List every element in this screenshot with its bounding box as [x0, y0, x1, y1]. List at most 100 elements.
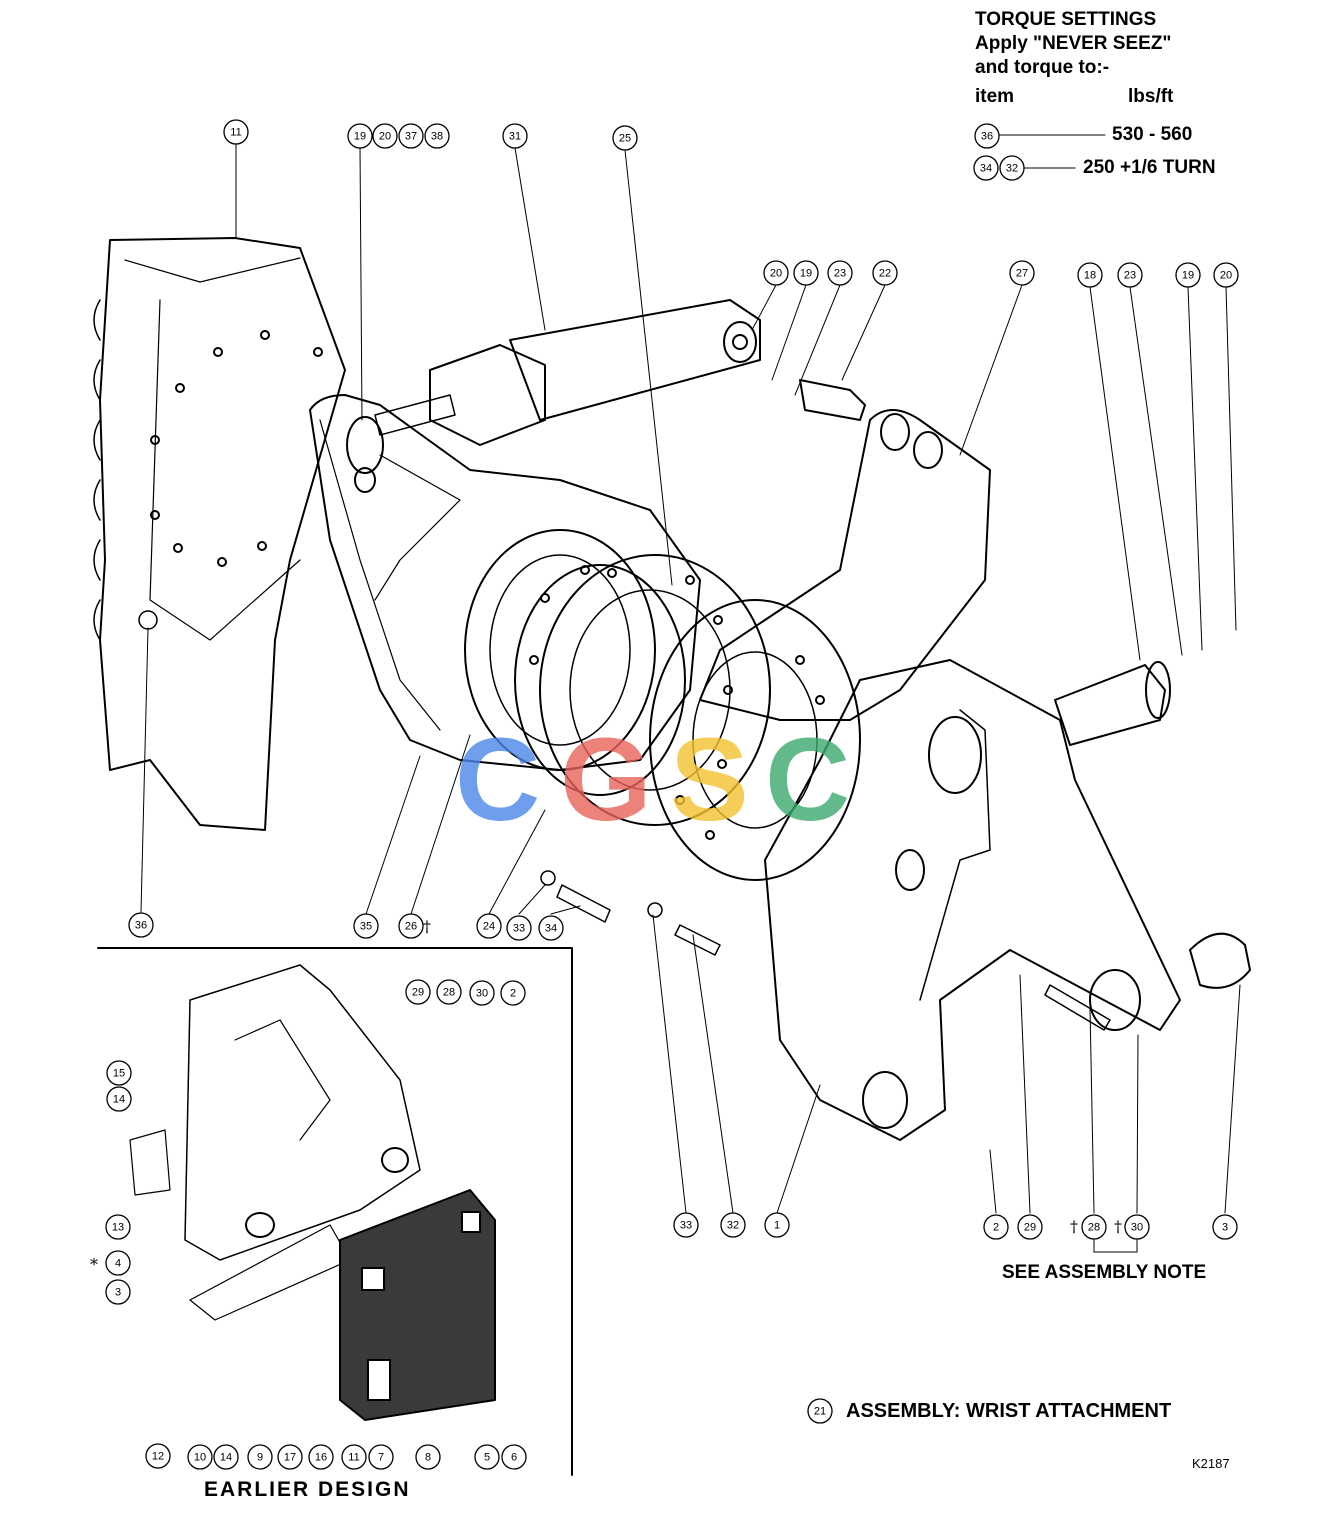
balloon-item-36: 36: [974, 123, 1000, 149]
balloon-circle: [1017, 1214, 1043, 1240]
balloon-circle: [476, 913, 502, 939]
balloon-number: 26: [405, 921, 417, 933]
balloon-number: 11: [348, 1452, 359, 1464]
balloon-number: 13: [112, 1222, 124, 1234]
balloon-circle: [500, 980, 526, 1006]
balloon-item-18: 18: [1077, 262, 1103, 288]
balloon-number: 19: [1182, 270, 1194, 282]
balloon-item-19: 19: [1175, 262, 1201, 288]
balloon-circle: [973, 155, 999, 181]
balloon-circle: [308, 1444, 334, 1470]
balloon-item-35: 35: [353, 913, 379, 939]
balloon-number: 30: [476, 988, 488, 1000]
torque-col-unit: lbs/ft: [1128, 86, 1174, 107]
balloon-item-11: 11: [223, 119, 249, 145]
balloon-item-8: 8: [415, 1444, 441, 1470]
balloon-number: 7: [378, 1452, 384, 1464]
balloon-number: 14: [113, 1094, 125, 1106]
balloon-item-20: 20: [763, 260, 789, 286]
balloon-circle: [405, 979, 431, 1005]
balloon-item-30: 30: [469, 980, 495, 1006]
balloon-item-29: 29: [405, 979, 431, 1005]
watermark-letter-4: C: [765, 714, 850, 846]
balloon-number: 24: [483, 921, 495, 933]
balloon-number: 17: [284, 1452, 296, 1464]
balloon-circle: [105, 1279, 131, 1305]
balloon-circle: [106, 1086, 132, 1112]
balloon-circle: [105, 1250, 131, 1276]
balloon-number: 32: [727, 1220, 739, 1232]
balloon-number: 31: [509, 131, 521, 143]
wrist-frame: [764, 659, 1251, 1141]
balloon-circle: [827, 260, 853, 286]
balloon-number: 23: [834, 268, 846, 280]
dagger-mark-28: †: [1070, 1217, 1078, 1236]
balloon-item-27: 27: [1009, 260, 1035, 286]
balloon-circle: [793, 260, 819, 286]
balloon-number: 16: [315, 1452, 327, 1464]
watermark: C G S C: [455, 714, 850, 846]
balloon-number: 25: [619, 133, 631, 145]
balloon-number: 8: [425, 1452, 431, 1464]
balloon-number: 28: [443, 987, 455, 999]
balloon-number: 29: [412, 987, 424, 999]
boom-mounting-plate: [93, 237, 346, 831]
earlier-design-label: EARLIER DESIGN: [204, 1478, 411, 1501]
balloon-item-11: 11: [341, 1444, 367, 1470]
drawing-reference: K2187: [1192, 1456, 1230, 1471]
dagger-mark-26: †: [423, 917, 431, 936]
balloon-circle: [277, 1444, 303, 1470]
balloon-circle: [353, 913, 379, 939]
balloon-item-12: 12: [145, 1443, 171, 1469]
balloon-circle: [368, 1444, 394, 1470]
balloon-number: 36: [135, 920, 147, 932]
balloon-number: 20: [770, 268, 782, 280]
balloon-item-3: 3: [105, 1279, 131, 1305]
balloon-item-31: 31: [502, 123, 528, 149]
torque-title: TORQUE SETTINGS: [975, 9, 1157, 30]
see-assembly-note: SEE ASSEMBLY NOTE: [1002, 1262, 1207, 1283]
balloon-circle: [872, 260, 898, 286]
balloon-circle: [106, 1060, 132, 1086]
balloon-circle: [502, 123, 528, 149]
balloon-circle: [1212, 1214, 1238, 1240]
balloon-item-19: 19: [793, 260, 819, 286]
balloon-circle: [612, 125, 638, 151]
balloon-circle: [398, 913, 424, 939]
balloon-circle: [213, 1444, 239, 1470]
balloon-number: 23: [1124, 270, 1136, 282]
balloon-number: 15: [113, 1068, 125, 1080]
balloon-circle: [347, 123, 373, 149]
balloon-item-33: 33: [673, 1212, 699, 1238]
balloon-circle: [436, 979, 462, 1005]
balloon-item-16: 16: [308, 1444, 334, 1470]
balloon-item-1: 1: [764, 1212, 790, 1238]
balloon-item-20: 20: [372, 123, 398, 149]
balloon-number: 9: [257, 1452, 263, 1464]
balloon-number: 37: [405, 131, 417, 143]
balloon-number: 19: [800, 268, 812, 280]
watermark-letter-1: C: [455, 714, 540, 846]
balloon-number: 33: [513, 923, 525, 935]
balloon-item-22: 22: [872, 260, 898, 286]
balloon-circle: [341, 1444, 367, 1470]
balloon-circle: [1009, 260, 1035, 286]
balloon-circle: [1117, 262, 1143, 288]
balloon-item-3: 3: [1212, 1214, 1238, 1240]
balloon-number: 5: [484, 1452, 490, 1464]
balloon-item-32: 32: [720, 1212, 746, 1238]
asterisk-mark-4: *: [90, 1255, 98, 1274]
balloon-number: 6: [511, 1452, 517, 1464]
balloon-item-23: 23: [827, 260, 853, 286]
balloon-circle: [424, 123, 450, 149]
balloon-number: 3: [115, 1287, 121, 1299]
balloon-item-5: 5: [474, 1444, 500, 1470]
balloon-item-13: 13: [105, 1214, 131, 1240]
balloon-number: 34: [545, 923, 557, 935]
balloon-item-14: 14: [213, 1444, 239, 1470]
balloon-circle: [1124, 1214, 1150, 1240]
torque-value-2: 250 +1/6 TURN: [1083, 157, 1216, 178]
balloon-circle: [145, 1443, 171, 1469]
balloon-circle: [673, 1212, 699, 1238]
balloon-number: 20: [1220, 270, 1232, 282]
